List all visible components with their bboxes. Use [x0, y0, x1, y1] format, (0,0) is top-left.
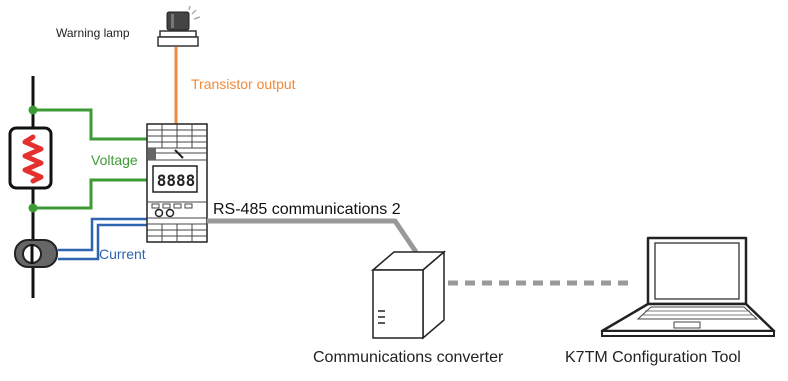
device-display: 8888: [157, 171, 196, 190]
config-tool-label: K7TM Configuration Tool: [565, 349, 741, 366]
heater-icon: [8, 126, 53, 190]
current-label: Current: [99, 246, 146, 262]
voltage-tap-bottom: [28, 203, 38, 213]
laptop-icon: [600, 236, 776, 337]
transistor-output-label: Transistor output: [191, 76, 296, 92]
current-transformer-icon: [14, 239, 58, 268]
k7tm-device-icon: 8888: [146, 123, 208, 243]
converter-label: Communications converter: [313, 349, 504, 366]
voltage-wires: [33, 108, 148, 210]
voltage-label: Voltage: [91, 152, 138, 168]
current-wires: [58, 217, 148, 261]
warning-lamp-icon: [157, 5, 201, 47]
warning-lamp-label: Warning lamp: [56, 26, 130, 40]
rs485-cable: [207, 218, 419, 254]
voltage-tap-top: [28, 105, 38, 115]
rs485-label: RS-485 communications 2: [213, 201, 401, 218]
converter-icon: [370, 250, 447, 340]
